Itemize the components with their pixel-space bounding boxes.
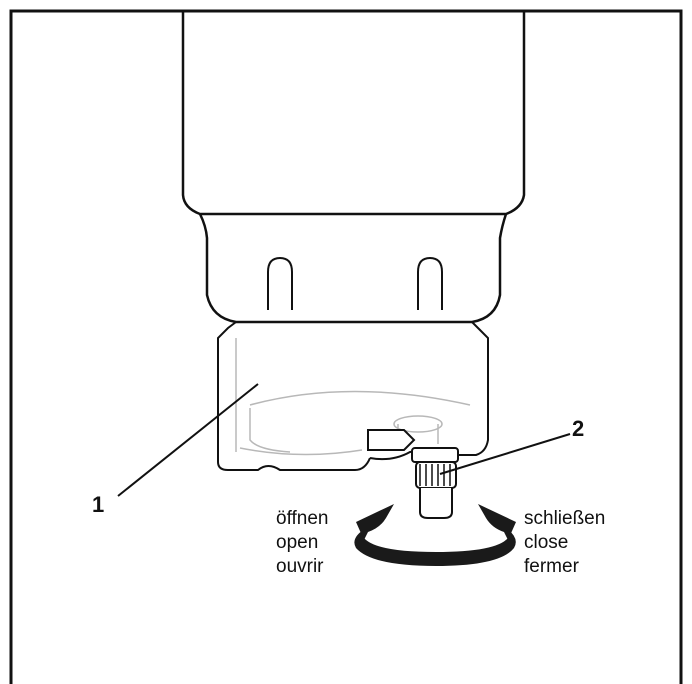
drain-valve xyxy=(411,447,459,519)
open-label-en: open xyxy=(276,532,318,553)
leader-line-2 xyxy=(439,433,571,475)
filter-housing xyxy=(181,12,526,324)
rotation-arrows xyxy=(354,504,516,566)
callout-2: 2 xyxy=(572,416,584,441)
close-arrow-icon xyxy=(478,504,516,540)
close-label-en: close xyxy=(524,532,568,553)
diagram-frame xyxy=(9,9,683,684)
open-label-fr: ouvrir xyxy=(276,556,324,577)
open-arrow-icon xyxy=(356,504,394,540)
water-separator-bowl xyxy=(217,321,489,471)
leader-line-1 xyxy=(117,383,259,497)
close-label-fr: fermer xyxy=(524,556,580,577)
callout-1: 1 xyxy=(92,492,104,517)
open-label-de: öffnen xyxy=(276,508,328,529)
close-label-de: schließen xyxy=(524,508,605,529)
